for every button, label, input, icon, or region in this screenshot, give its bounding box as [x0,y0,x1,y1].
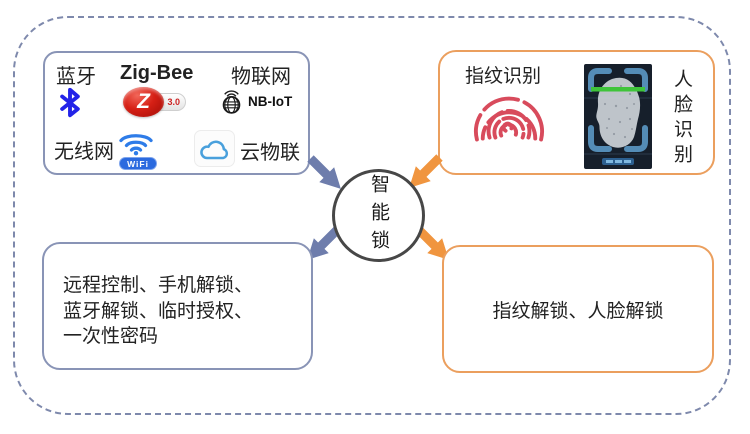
nbiot-globe-icon [222,90,241,114]
face-label: 人脸识别 [671,69,692,169]
remote-unlock-line-3: 一次性密码 [63,326,159,347]
biometric-box: 指纹识别 [438,50,715,175]
face-scan-image [584,64,652,169]
arrow-connectivity-to-lock [303,151,350,198]
nbiot-icon: NB-IoT [217,88,292,115]
arrow-biometric-to-lock [401,150,448,197]
arrow-lock-to-biometric-unlock [411,222,458,269]
cloud-icon [194,130,235,167]
wifi-icon: WiFi [118,129,158,170]
diagram-dashed-frame [13,16,731,415]
nbiot-wordmark: NB-IoT [248,94,293,109]
fingerprint-label: 指纹识别 [465,66,542,87]
zigbee-icon: 3.0 Z [123,87,187,117]
biometric-unlock-text: 指纹解锁、人脸解锁 [492,300,664,322]
smart-lock-node: 智能锁 [332,169,425,262]
fingerprint-icon [474,96,544,142]
smart-lock-label: 智能锁 [368,173,389,258]
arrow-lock-to-remote-unlock [299,222,346,269]
remote-unlock-line-1: 远程控制、手机解锁、 [63,275,254,296]
connectivity-box: 蓝牙 Zig-Bee 物联网 3.0 Z NB-IoT 无线网 [43,51,310,175]
remote-unlock-text: 远程控制、手机解锁、 蓝牙解锁、临时授权、 一次性密码 [63,273,253,350]
biometric-unlock-box: 指纹解锁、人脸解锁 [442,245,714,373]
zigbee-logo-letter: Z [123,87,164,117]
wifi-badge: WiFi [119,157,157,170]
wlan-label: 无线网 [54,141,114,163]
cloud-iot-label: 云物联 [240,142,300,164]
iot-label: 物联网 [231,66,291,88]
zigbee-label: Zig-Bee [120,62,194,84]
bluetooth-icon [60,87,80,118]
cloud-outline-icon [199,140,228,159]
remote-unlock-box: 远程控制、手机解锁、 蓝牙解锁、临时授权、 一次性密码 [42,242,313,370]
bluetooth-label: 蓝牙 [56,66,96,88]
wifi-arcs-icon [119,134,153,156]
remote-unlock-line-2: 蓝牙解锁、临时授权、 [63,300,254,322]
